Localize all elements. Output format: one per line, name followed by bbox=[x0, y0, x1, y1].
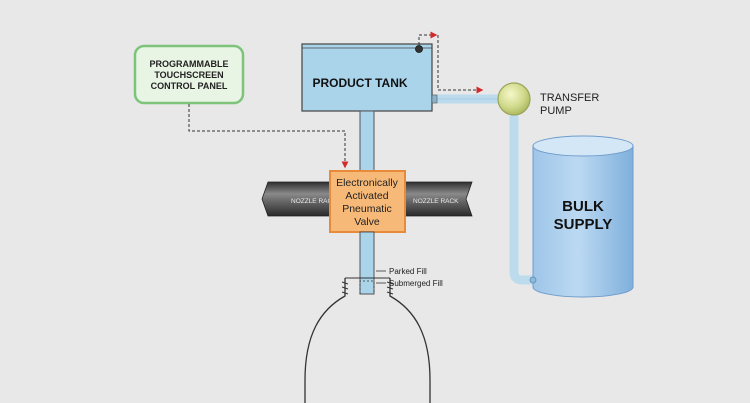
control-panel: PROGRAMMABLE TOUCHSCREEN CONTROL PANEL bbox=[133, 44, 245, 105]
transfer-pump: TRANSFER PUMP bbox=[497, 82, 599, 117]
submerged-fill-marker bbox=[359, 280, 375, 294]
bottle bbox=[304, 277, 431, 403]
bulk-supply-label-line1: BULK bbox=[562, 198, 604, 215]
level-sensor-icon bbox=[415, 45, 423, 53]
nozzle-rack-label-left: NOZZLE RACK bbox=[291, 198, 337, 205]
valve-label-line4: Valve bbox=[354, 216, 380, 228]
transfer-pump-label-line2: PUMP bbox=[540, 105, 572, 117]
control-panel-label-line1: PROGRAMMABLE bbox=[150, 59, 229, 69]
bulk-supply-label-line2: SUPPLY bbox=[554, 216, 613, 233]
bottle-threads bbox=[341, 277, 394, 295]
pneumatic-valve: Electronically Activated Pneumatic Valve bbox=[329, 170, 406, 233]
valve-label-line3: Pneumatic bbox=[342, 203, 392, 215]
submerged-fill-label: Submerged Fill bbox=[389, 279, 443, 288]
fill-mode-indicators: Parked Fill Submerged Fill bbox=[359, 267, 443, 294]
tank-outlet-fitting bbox=[431, 94, 438, 104]
parked-fill-label: Parked Fill bbox=[389, 267, 427, 276]
control-signal-line bbox=[188, 104, 349, 169]
fill-nozzle bbox=[359, 231, 375, 295]
transfer-pipe bbox=[432, 94, 534, 285]
valve-label-line1: Electronically bbox=[336, 177, 399, 189]
control-panel-label-line2: TOUCHSCREEN bbox=[154, 70, 223, 80]
valve-label-line2: Activated bbox=[345, 190, 388, 202]
transfer-pump-label-line1: TRANSFER bbox=[540, 92, 599, 104]
bulk-supply-tank: BULK SUPPLY bbox=[529, 135, 634, 298]
control-panel-label-line3: CONTROL PANEL bbox=[151, 81, 228, 91]
nozzle-rack-label-right: NOZZLE RACK bbox=[413, 198, 459, 205]
feed-pipe-upper bbox=[359, 110, 375, 172]
product-tank-label: PRODUCT TANK bbox=[312, 76, 407, 90]
level-sensor bbox=[415, 31, 484, 94]
bulk-outlet-fitting bbox=[529, 276, 537, 284]
product-tank: PRODUCT TANK bbox=[301, 43, 438, 112]
